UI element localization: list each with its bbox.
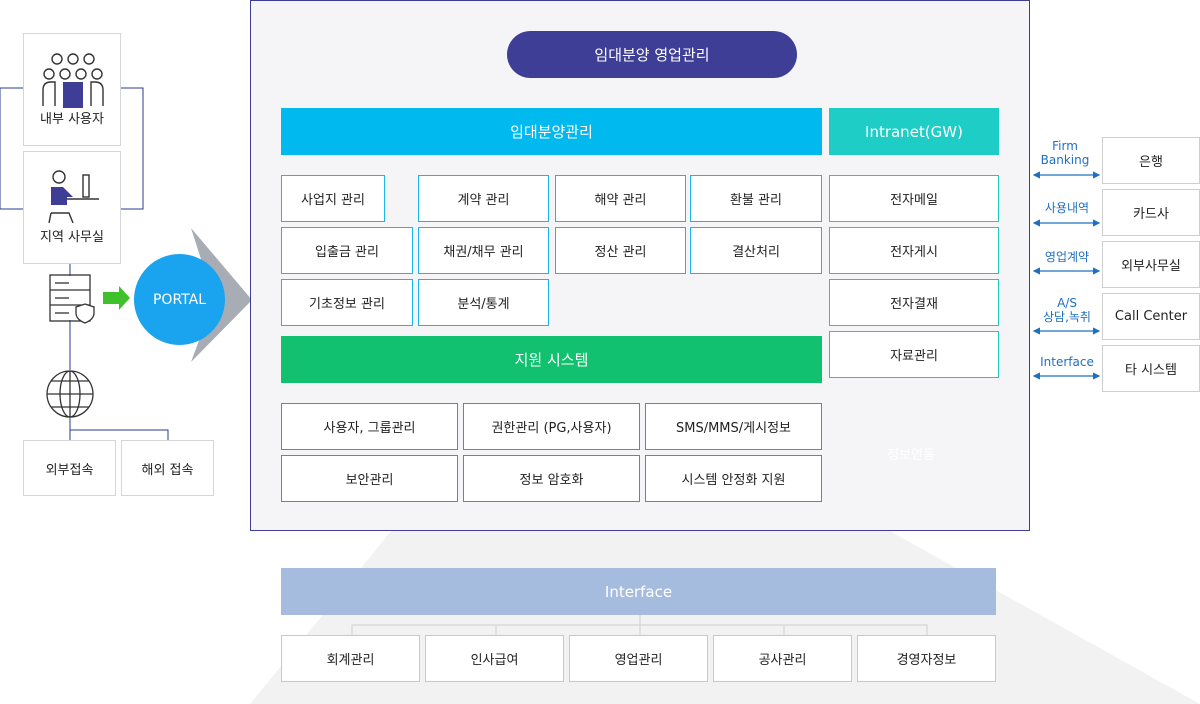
- lease-item[interactable]: 계약 관리: [418, 175, 549, 222]
- card-label: 카드사: [1133, 207, 1169, 222]
- interface-header-label: Interface: [604, 582, 673, 601]
- interface-item-label: 영업관리: [614, 653, 663, 668]
- interface-link-label: Interface: [1040, 355, 1094, 369]
- interface-item[interactable]: 인사급여: [425, 635, 564, 682]
- regional-office-line: [120, 87, 144, 210]
- lease-item-label: 분석/통계: [457, 297, 510, 312]
- lease-item[interactable]: 사업지 관리: [281, 175, 385, 222]
- lease-item-label: 결산처리: [732, 245, 780, 260]
- lease-item-label: 입출금 관리: [315, 245, 379, 260]
- support-item-label: 사용자, 그룹관리: [323, 421, 416, 436]
- green-arrow: [103, 286, 130, 310]
- portal-circle[interactable]: PORTAL: [134, 254, 225, 345]
- usage-label: 사용내역: [1044, 201, 1090, 215]
- portal-label: PORTAL: [152, 291, 206, 308]
- firm-banking-label: Firm Banking: [1040, 139, 1090, 167]
- lease-item[interactable]: 결산처리: [690, 227, 822, 274]
- support-item-label: 권한관리 (PG,사용자): [491, 421, 612, 436]
- as-label: A/S 상담,녹취: [1043, 296, 1091, 324]
- lease-item-label: 채권/채무 관리: [443, 245, 524, 260]
- overseas-access-box: 해외 접속: [121, 440, 214, 496]
- interface-item[interactable]: 공사관리: [713, 635, 852, 682]
- users-group-icon: [42, 53, 104, 108]
- support-item[interactable]: 정보 암호화: [463, 455, 640, 502]
- lease-header: 임대분양관리: [281, 108, 822, 155]
- support-item-label: 보안관리: [345, 473, 394, 488]
- intranet-header: Intranet(GW): [829, 108, 999, 155]
- card-box[interactable]: 카드사: [1102, 189, 1200, 236]
- info-link-label: 정보연동: [887, 448, 935, 463]
- call-center-label: Call Center: [1114, 309, 1188, 324]
- lease-item[interactable]: 채권/채무 관리: [418, 227, 549, 274]
- main-title-pill: 임대분양 영업관리: [507, 31, 797, 78]
- main-title: 임대분양 영업관리: [594, 46, 710, 64]
- lease-header-label: 임대분양관리: [510, 123, 593, 141]
- regional-office-box: 지역 사무실: [23, 151, 121, 264]
- other-system-box[interactable]: 타 시스템: [1102, 345, 1200, 392]
- external-access-label: 외부접속: [45, 462, 94, 478]
- interface-item-label: 경영자정보: [896, 653, 957, 668]
- server-shield-icon: [49, 274, 95, 324]
- regional-office-label: 지역 사무실: [40, 230, 104, 245]
- support-item[interactable]: SMS/MMS/게시정보: [645, 403, 822, 450]
- intranet-item-label: 자료관리: [890, 349, 938, 364]
- lease-item[interactable]: 해약 관리: [555, 175, 686, 222]
- intranet-header-label: Intranet(GW): [865, 122, 963, 141]
- intranet-item[interactable]: 전자게시: [829, 227, 999, 274]
- overseas-access-label: 해외 접속: [141, 462, 194, 478]
- lease-item[interactable]: 분석/통계: [418, 279, 549, 326]
- lease-item[interactable]: 입출금 관리: [281, 227, 413, 274]
- internal-user-label: 내부 사용자: [40, 112, 104, 127]
- office-worker-icon: [48, 170, 99, 223]
- interface-item[interactable]: 경영자정보: [857, 635, 996, 682]
- sales-contract-label: 영업계약: [1044, 250, 1090, 264]
- external-access-box: 외부접속: [23, 440, 116, 496]
- intranet-item-label: 전자게시: [890, 245, 938, 260]
- globe-icon: [46, 370, 94, 418]
- lease-item-label: 환불 관리: [730, 193, 782, 208]
- lease-item-label: 사업지 관리: [301, 193, 365, 208]
- support-item[interactable]: 시스템 안정화 지원: [645, 455, 822, 502]
- interface-item-label: 공사관리: [758, 653, 807, 668]
- intranet-item[interactable]: 전자메일: [829, 175, 999, 222]
- other-system-label: 타 시스템: [1125, 363, 1177, 378]
- interface-item[interactable]: 영업관리: [569, 635, 708, 682]
- intranet-item-label: 전자메일: [890, 193, 938, 208]
- internal-user-box: 내부 사용자: [23, 33, 121, 146]
- support-item-label: SMS/MMS/게시정보: [675, 421, 791, 436]
- bank-box[interactable]: 은행: [1102, 137, 1200, 184]
- lease-item-label: 해약 관리: [594, 193, 647, 208]
- outside-office-box[interactable]: 외부사무실: [1102, 241, 1200, 288]
- support-item[interactable]: 권한관리 (PG,사용자): [463, 403, 640, 450]
- lease-item[interactable]: 정산 관리: [555, 227, 686, 274]
- lease-item-label: 계약 관리: [457, 193, 510, 208]
- interface-item-label: 인사급여: [470, 653, 519, 668]
- support-header: 지원 시스템: [281, 336, 822, 383]
- internal-user-line: [0, 87, 24, 210]
- lease-item[interactable]: 기초정보 관리: [281, 279, 413, 326]
- interface-header: Interface: [281, 568, 996, 615]
- support-header-label: 지원 시스템: [514, 351, 589, 369]
- lease-item-label: 정산 관리: [594, 245, 647, 260]
- call-center-box[interactable]: Call Center: [1102, 293, 1200, 340]
- intranet-item[interactable]: 자료관리: [829, 331, 999, 378]
- interface-item[interactable]: 회계관리: [281, 635, 420, 682]
- bank-label: 은행: [1139, 155, 1163, 170]
- lease-item[interactable]: 환불 관리: [690, 175, 822, 222]
- intranet-item-label: 전자결재: [890, 297, 938, 312]
- outside-office-label: 외부사무실: [1121, 259, 1181, 274]
- interface-item-label: 회계관리: [326, 653, 375, 668]
- support-item-label: 정보 암호화: [519, 473, 584, 488]
- support-item-label: 시스템 안정화 지원: [681, 473, 786, 488]
- intranet-item[interactable]: 전자결재: [829, 279, 999, 326]
- support-item[interactable]: 사용자, 그룹관리: [281, 403, 458, 450]
- support-item[interactable]: 보안관리: [281, 455, 458, 502]
- lease-item-label: 기초정보 관리: [309, 297, 385, 312]
